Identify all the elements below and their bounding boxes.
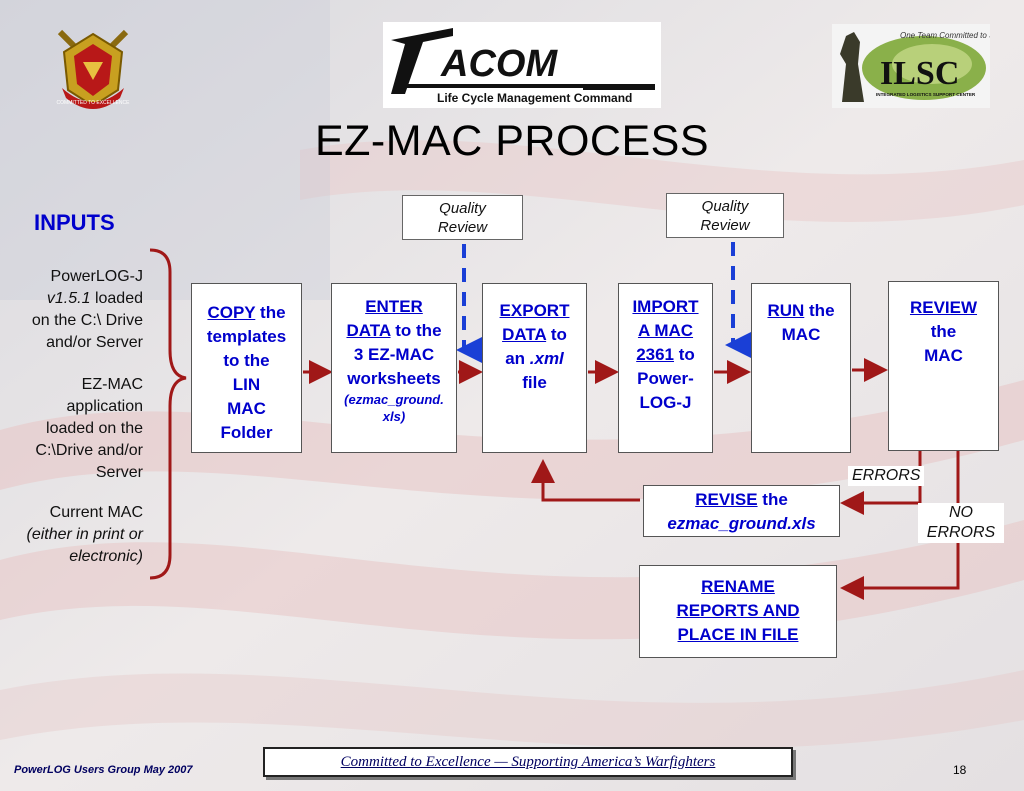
- page-number: 18: [953, 763, 967, 777]
- ilsc-logo: ILSC One Team Committed to Soldiers INTE…: [832, 24, 990, 108]
- page-title: EZ-MAC PROCESS: [314, 117, 710, 165]
- inputs-heading: INPUTS: [34, 210, 115, 235]
- step-run-mac: RUN the MAC: [751, 283, 851, 453]
- no-errors-label: NO ERRORS: [918, 503, 1004, 543]
- svg-text:COMMITTED TO EXCELLENCE: COMMITTED TO EXCELLENCE: [57, 100, 131, 106]
- svg-text:INTEGRATED LOGISTICS SUPPORT C: INTEGRATED LOGISTICS SUPPORT CENTER: [876, 92, 976, 97]
- quality-review-right: Quality Review: [666, 193, 784, 238]
- arrow-review-to-rename: [840, 451, 960, 600]
- input-ezmac-app: EZ-MAC application loaded on the C:\Driv…: [35, 376, 143, 481]
- svg-text:ACOM: ACOM: [440, 43, 558, 85]
- svg-text:One Team Committed to Soldiers: One Team Committed to Soldiers: [900, 31, 990, 40]
- crest-logo: COMMITTED TO EXCELLENCE: [57, 29, 131, 109]
- step-review-mac: REVIEW the MAC: [888, 281, 999, 451]
- input-powerlog: PowerLOG-J v1.5.1 loaded on the C:\ Driv…: [31, 268, 143, 351]
- svg-text:ILSC: ILSC: [880, 55, 959, 92]
- tacom-logo: ACOM Life Cycle Management Command: [383, 22, 661, 108]
- step-import-mac: IMPORT A MAC 2361 to Power- LOG-J: [618, 283, 713, 453]
- step-enter-data: ENTER DATA to the 3 EZ-MAC worksheets (e…: [331, 283, 457, 453]
- inputs-brace: [149, 248, 187, 580]
- svg-text:Life Cycle Management Command: Life Cycle Management Command: [437, 91, 632, 105]
- step-rename-reports: RENAME REPORTS AND PLACE IN FILE: [639, 565, 837, 658]
- footer-left-text: PowerLOG Users Group May 2007: [14, 764, 193, 776]
- step-revise-file: REVISE the ezmac_ground.xls: [643, 485, 840, 537]
- quality-review-left: Quality Review: [402, 195, 523, 240]
- errors-label: ERRORS: [848, 466, 925, 486]
- arrow-revise-to-export: [531, 459, 640, 502]
- step-copy-templates: COPY the templates to the LIN MAC Folder: [191, 283, 302, 453]
- step-export-data: EXPORT DATA to an .xml file: [482, 283, 587, 453]
- input-current-mac: Current MAC (either in print or electron…: [26, 504, 144, 565]
- footer-motto: Committed to Excellence — Supporting Ame…: [263, 747, 793, 777]
